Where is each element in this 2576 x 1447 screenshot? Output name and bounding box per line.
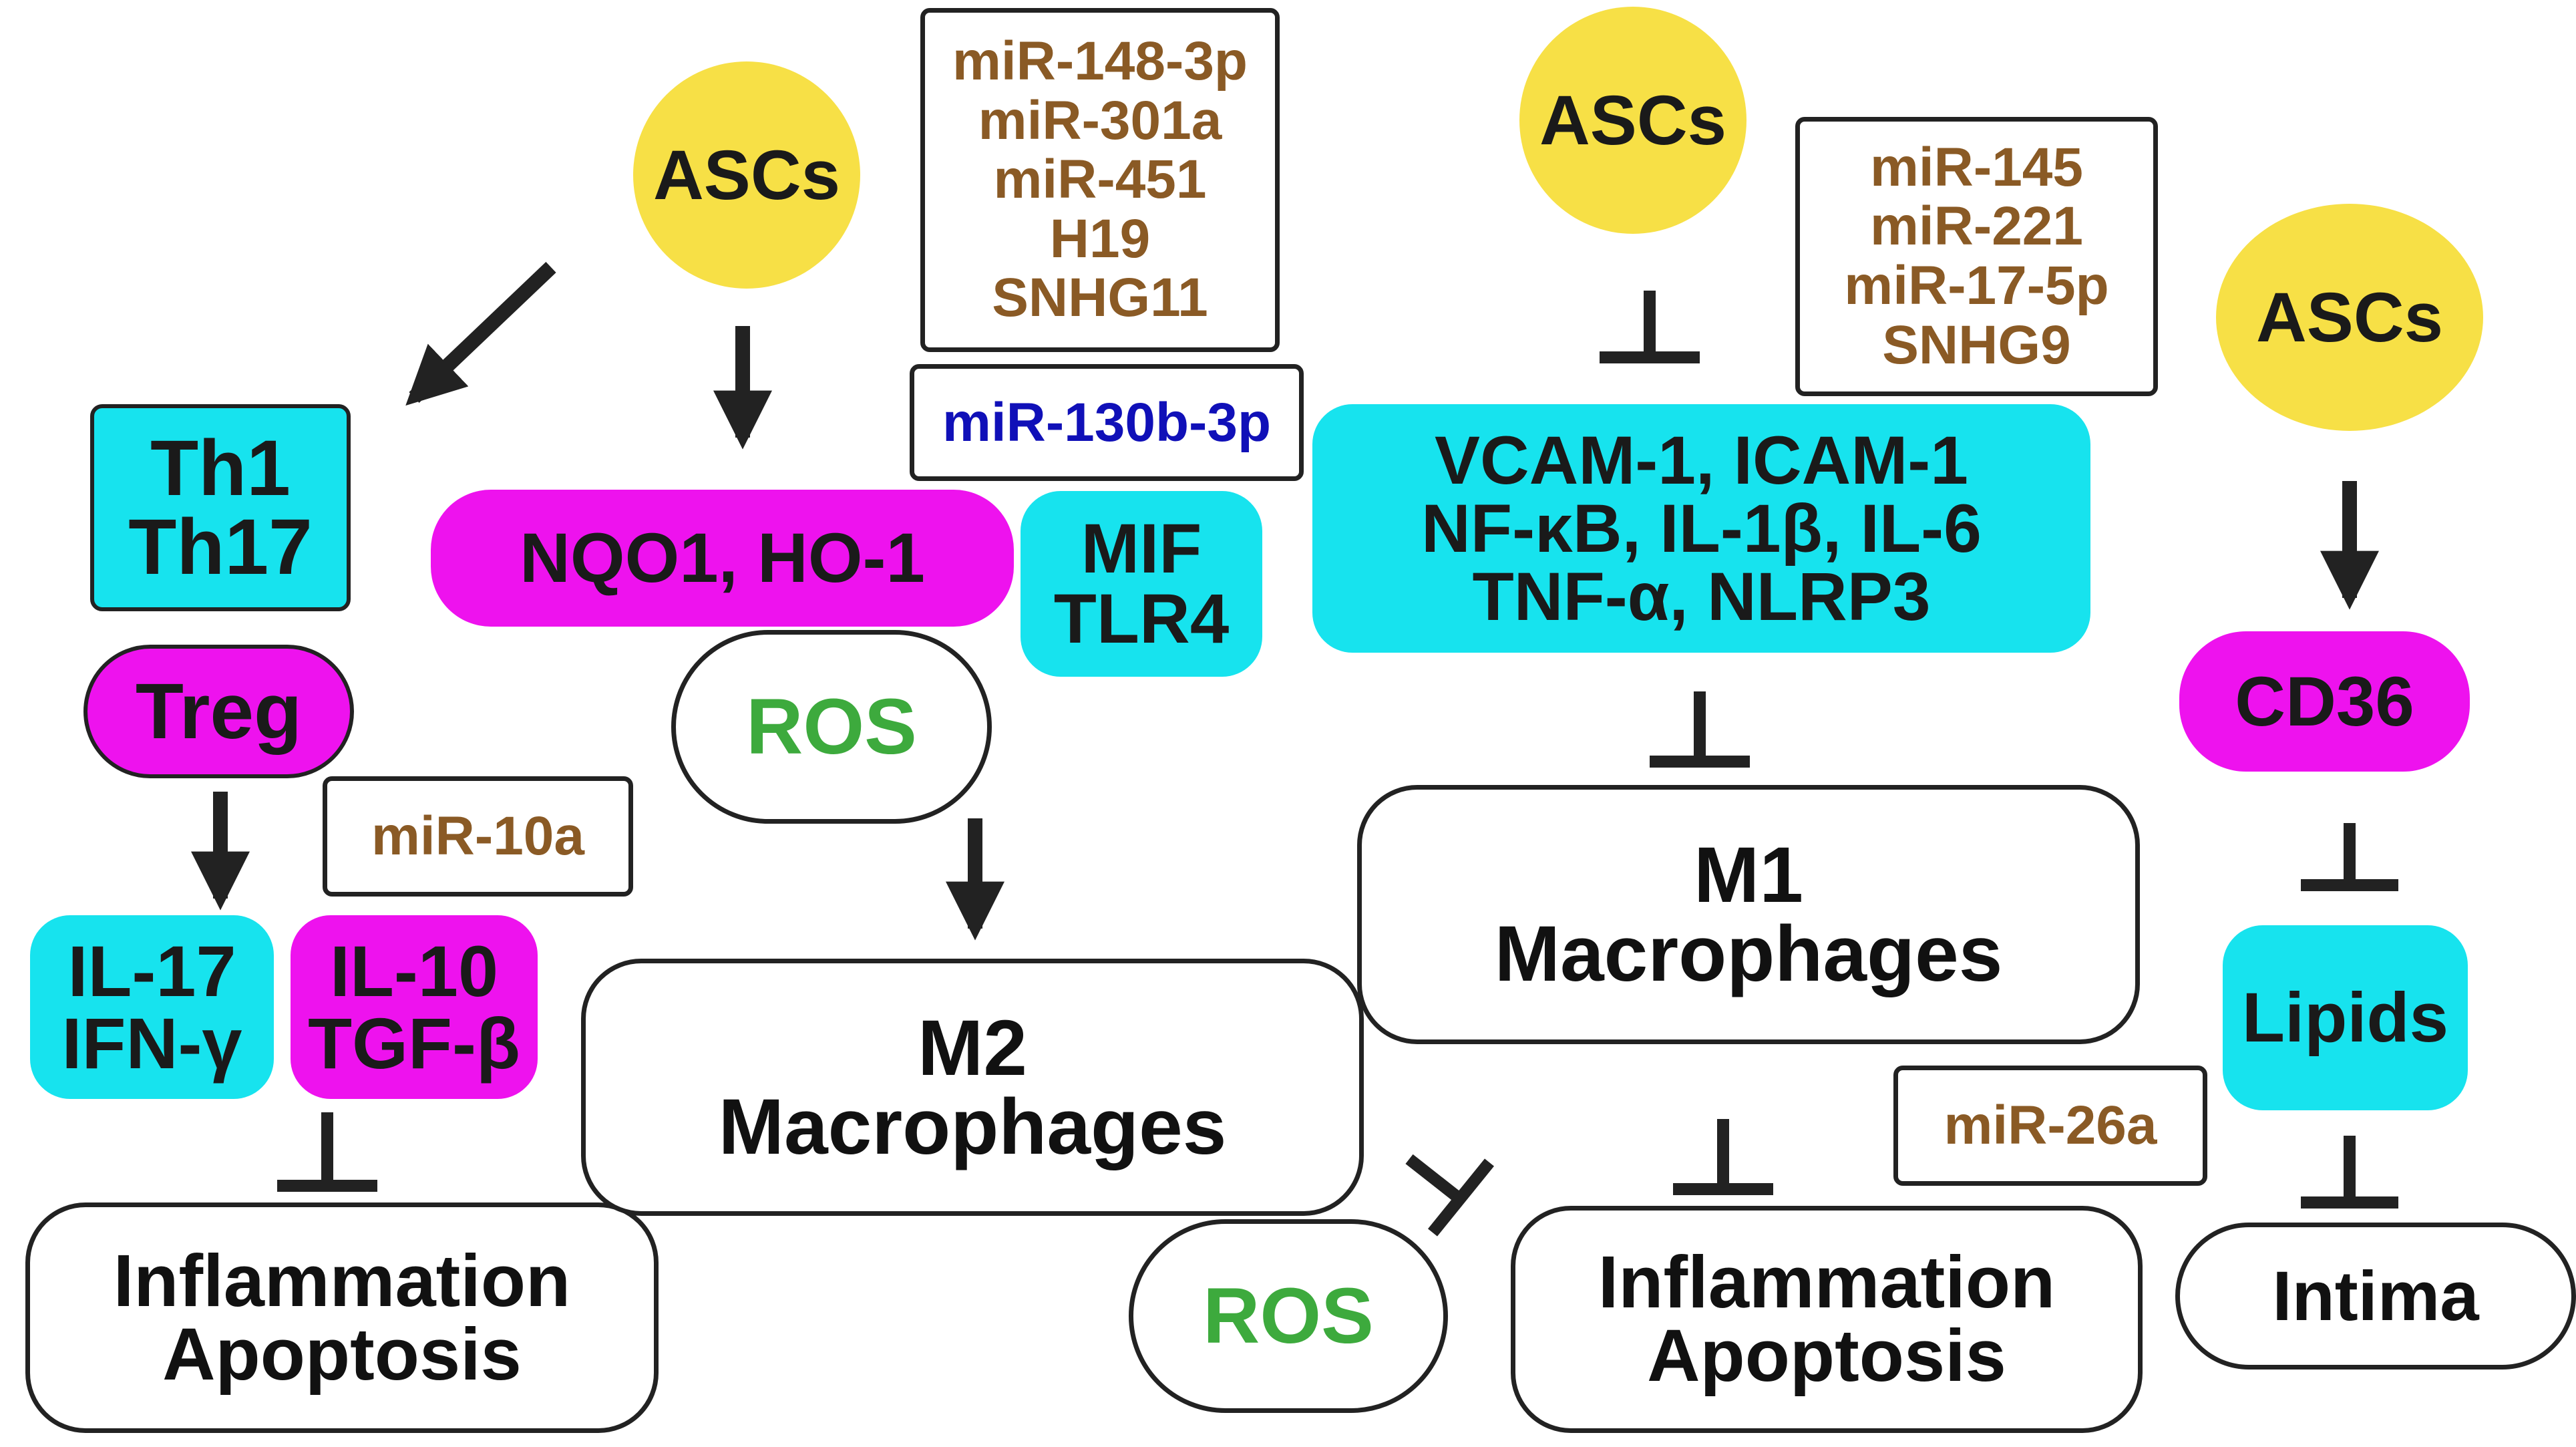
nfkb-il-label: NF-κB, IL-1β, IL-6 [1421, 490, 1982, 567]
il17-label: IL-17 [67, 930, 236, 1011]
mif-tlr4-node: MIF TLR4 [1021, 491, 1262, 677]
inflammation-label-left: Inflammation [113, 1239, 571, 1322]
tlr4-label: TLR4 [1053, 580, 1230, 658]
inhibit-m2-to-ros [1405, 1154, 1494, 1237]
tnf-nlrp3-label: TNF-α, NLRP3 [1472, 558, 1931, 635]
lipids-node: Lipids [2223, 925, 2468, 1110]
treg-node: Treg [83, 645, 354, 778]
ascs-node-left: ASCs [633, 61, 860, 289]
m1-label: M1 [1694, 831, 1803, 919]
mirna-item: miR-301a [978, 90, 1222, 151]
mif-label: MIF [1081, 510, 1202, 588]
inflammation-apoptosis-right: Inflammation Apoptosis [1511, 1206, 2143, 1433]
ifng-label: IFN-γ [61, 1002, 242, 1084]
ascs-node-middle: ASCs [1519, 7, 1746, 234]
inhibit-ascs-to-vcam [1600, 291, 1700, 363]
tgfb-label: TGF-β [308, 1002, 520, 1084]
mir-26a-box: miR-26a [1893, 1066, 2207, 1186]
mirna-item: SNHG11 [992, 267, 1208, 329]
vcam-icam-node: VCAM-1, ICAM-1 NF-κB, IL-1β, IL-6 TNF-α,… [1312, 404, 2090, 653]
apoptosis-label-left: Apoptosis [162, 1313, 522, 1396]
th17-label: Th17 [128, 503, 313, 591]
ascs-node-right: ASCs [2216, 204, 2483, 431]
il17-ifng-node: IL-17 IFN-γ [30, 915, 274, 1099]
arrow-ascs-to-th [405, 262, 556, 406]
ros-node-lower: ROS [1129, 1219, 1448, 1413]
mirna-list-box-right: miR-145 miR-221 miR-17-5p SNHG9 [1795, 117, 2158, 396]
cd36-node: CD36 [2179, 631, 2470, 772]
th-cells-box: Th1 Th17 [90, 404, 351, 611]
m2-label: M2 [918, 1003, 1027, 1092]
inflammation-apoptosis-left: Inflammation Apoptosis [25, 1202, 659, 1433]
mirna-item: miR-17-5p [1844, 255, 2109, 316]
inflammation-label-right: Inflammation [1598, 1241, 2056, 1323]
nqo1-ho1-node: NQO1, HO-1 [431, 490, 1014, 627]
mirna-item: miR-451 [993, 149, 1207, 210]
mir-10a-box: miR-10a [323, 776, 633, 897]
mirna-item: miR-148-3p [952, 31, 1248, 92]
ros-node-upper: ROS [671, 630, 992, 824]
m1-macrophages-node: M1 Macrophages [1357, 785, 2140, 1044]
inhibit-cd36-to-lipids [2301, 823, 2398, 891]
mirna-item: SNHG9 [1882, 314, 2071, 375]
macrophages-label: Macrophages [1494, 910, 2003, 998]
il10-label: IL-10 [329, 930, 499, 1011]
th1-label: Th1 [150, 424, 291, 512]
inhibit-m1-to-inflammation [1673, 1119, 1773, 1195]
il10-tgfb-node: IL-10 TGF-β [291, 915, 538, 1099]
intima-node: Intima [2175, 1223, 2576, 1370]
mir-130b-3p-box: miR-130b-3p [910, 364, 1304, 481]
mirna-item: miR-221 [1869, 196, 2084, 257]
m2-macrophages-node: M2 Macrophages [581, 959, 1364, 1216]
inhibit-lipids-to-intima [2301, 1136, 2398, 1209]
macrophages-label: Macrophages [718, 1082, 1227, 1171]
mirna-list-box: miR-148-3p miR-301a miR-451 H19 SNHG11 [920, 8, 1280, 352]
mirna-item: miR-145 [1869, 136, 2084, 198]
inhibit-il-to-inflammation [277, 1112, 377, 1192]
inhibit-vcam-to-m1 [1650, 691, 1750, 768]
vcam-icam-label: VCAM-1, ICAM-1 [1434, 422, 1969, 498]
mirna-item: H19 [1049, 208, 1151, 269]
apoptosis-label-right: Apoptosis [1647, 1315, 2006, 1397]
